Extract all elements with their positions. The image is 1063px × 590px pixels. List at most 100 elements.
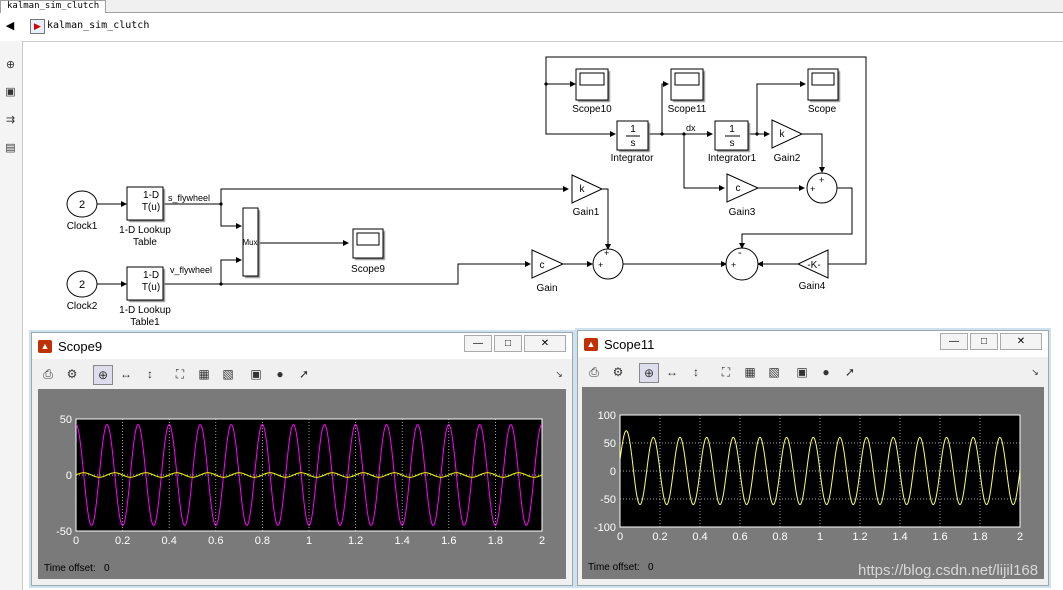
series-line-1 [75,472,543,478]
scope11-titlebar[interactable]: ▲ Scope11 — □ ✕ [578,331,1048,357]
tab-kalman-sim-clutch[interactable]: kalman_sim_clutch [0,0,107,13]
x-tick-label: 1.4 [395,535,410,547]
gain4-block[interactable]: -K- Gain4 [796,249,829,292]
y-tick-label: 0 [66,470,72,482]
breadcrumb-bar [0,13,1063,42]
lock-icon[interactable]: ● [276,367,284,381]
zoom-y-icon[interactable]: ↕ [693,365,699,379]
integrator-den: s [631,138,636,149]
signal-flow-icon[interactable]: ⇉ [5,114,16,126]
clock1-block[interactable]: 2 Clock1 [66,190,98,232]
zoom-x-icon[interactable]: ↔ [120,367,132,381]
signal-s-flywheel: s_flywheel [168,193,210,203]
zoom-icon[interactable]: ⊕ [93,365,113,385]
y-tick-label: 0 [610,466,616,478]
clock2-block[interactable]: 2 Clock2 [66,270,98,312]
select-icon[interactable]: ➚ [298,367,310,381]
scope9-window: ▲ Scope9 — □ ✕ ⎙ ⚙ ⊕ ↔ ↕ ⛶ ▦ ▧ ▣ ● ➚ ↘ 0… [31,332,573,586]
x-tick-label: 1.6 [932,531,947,543]
x-tick-label: 0.4 [692,531,707,543]
x-tick-label: 0.6 [732,531,747,543]
dock-icon[interactable]: ↘ [1031,367,1039,377]
close-icon[interactable]: ✕ [524,335,566,352]
print-icon[interactable]: ⎙ [589,365,599,379]
maximize-icon[interactable]: □ [494,335,522,352]
x-tick-label: 0.6 [208,535,223,547]
integrator-label: Integrator [611,153,654,164]
y-tick-label: -100 [594,522,616,534]
scope10-block[interactable]: Scope10 [572,68,612,115]
svg-text:+: + [598,260,603,270]
integrator1-num: 1 [729,124,735,135]
gain1-block[interactable]: k Gain1 [571,174,604,218]
autoscale-icon[interactable]: ⛶ [175,367,185,381]
left-palette: ⊕ ▣ ⇉ ▤ [0,41,23,590]
annotation-icon[interactable]: ▤ [5,142,16,154]
integrator1-block[interactable]: 1 s Integrator1 [708,120,757,164]
integrator-block[interactable]: 1 s Integrator [611,120,654,164]
settings-icon[interactable]: ⚙ [66,367,78,381]
gain3-block[interactable]: c Gain3 [726,173,760,218]
integrator-num: 1 [630,124,636,135]
zoom-y-icon[interactable]: ↕ [147,367,153,381]
scope9-block[interactable]: Scope9 [351,228,385,275]
maximize-icon[interactable]: □ [970,333,998,350]
scope11-block[interactable]: Scope11 [668,68,707,115]
zoom-icon[interactable]: ⊕ [639,363,659,383]
back-icon[interactable]: ◀ [5,20,15,32]
watermark: https://blog.csdn.net/lijil168 [858,562,1039,579]
model-path[interactable]: kalman_sim_clutch [47,20,150,31]
gain1-value: k [580,184,586,195]
fit-view-icon[interactable]: ▣ [5,86,16,98]
scope-block[interactable]: Scope [807,68,839,115]
scope9-titlebar[interactable]: ▲ Scope9 — □ ✕ [32,333,572,359]
float-icon[interactable]: ▣ [250,367,262,381]
lookup-table-block[interactable]: 1-D T(u) 1-D Lookup Table [119,186,171,248]
minimize-icon[interactable]: — [940,333,968,350]
svg-text:-: - [738,247,742,259]
x-tick-label: 1.4 [892,531,907,543]
settings-icon[interactable]: ⚙ [612,365,624,379]
scope11-window-title: Scope11 [604,337,655,352]
minimize-icon[interactable]: — [464,335,492,352]
select-icon[interactable]: ➚ [844,365,856,379]
gain2-block[interactable]: k Gain2 [771,119,804,164]
restore-axes-icon[interactable]: ▧ [222,367,234,381]
lock-icon[interactable]: ● [822,365,830,379]
mux-block[interactable]: Mux [242,207,259,277]
restore-axes-icon[interactable]: ▧ [768,365,780,379]
print-icon[interactable]: ⎙ [43,367,53,381]
lookup-table1-block[interactable]: 1-D T(u) 1-D Lookup Table1 [119,266,171,328]
autoscale-icon[interactable]: ⛶ [721,365,731,379]
sum-block-2[interactable]: +- [725,247,759,281]
x-tick-label: 0 [73,535,79,547]
x-tick-label: 0.8 [772,531,787,543]
gain4-label: Gain4 [799,281,826,292]
x-tick-label: 1.2 [852,531,867,543]
scope10-label: Scope10 [572,104,612,115]
sum-block-3[interactable]: ++ [806,172,838,204]
dock-icon[interactable]: ↘ [555,369,563,379]
lookup-table1-label1: 1-D Lookup [119,305,171,316]
float-icon[interactable]: ▣ [796,365,808,379]
y-tick-label: -50 [56,526,72,538]
zoom-x-icon[interactable]: ↔ [666,365,678,379]
save-axes-icon[interactable]: ▦ [744,365,756,379]
close-icon[interactable]: ✕ [1000,333,1042,350]
x-tick-label: 0.4 [162,535,177,547]
zoom-in-icon[interactable]: ⊕ [5,59,16,71]
save-axes-icon[interactable]: ▦ [198,367,210,381]
sum-block-1[interactable]: ++ [592,248,624,280]
time-offset-value: 0 [104,563,110,574]
x-tick-label: 1.2 [348,535,363,547]
gain-block[interactable]: c Gain [531,249,565,294]
signal-v-flywheel: v_flywheel [170,265,212,275]
matlab-icon: ▲ [38,340,52,353]
gain3-value: c [736,183,741,194]
x-tick-label: 0.2 [652,531,667,543]
time-offset-label: Time offset: [44,563,96,574]
